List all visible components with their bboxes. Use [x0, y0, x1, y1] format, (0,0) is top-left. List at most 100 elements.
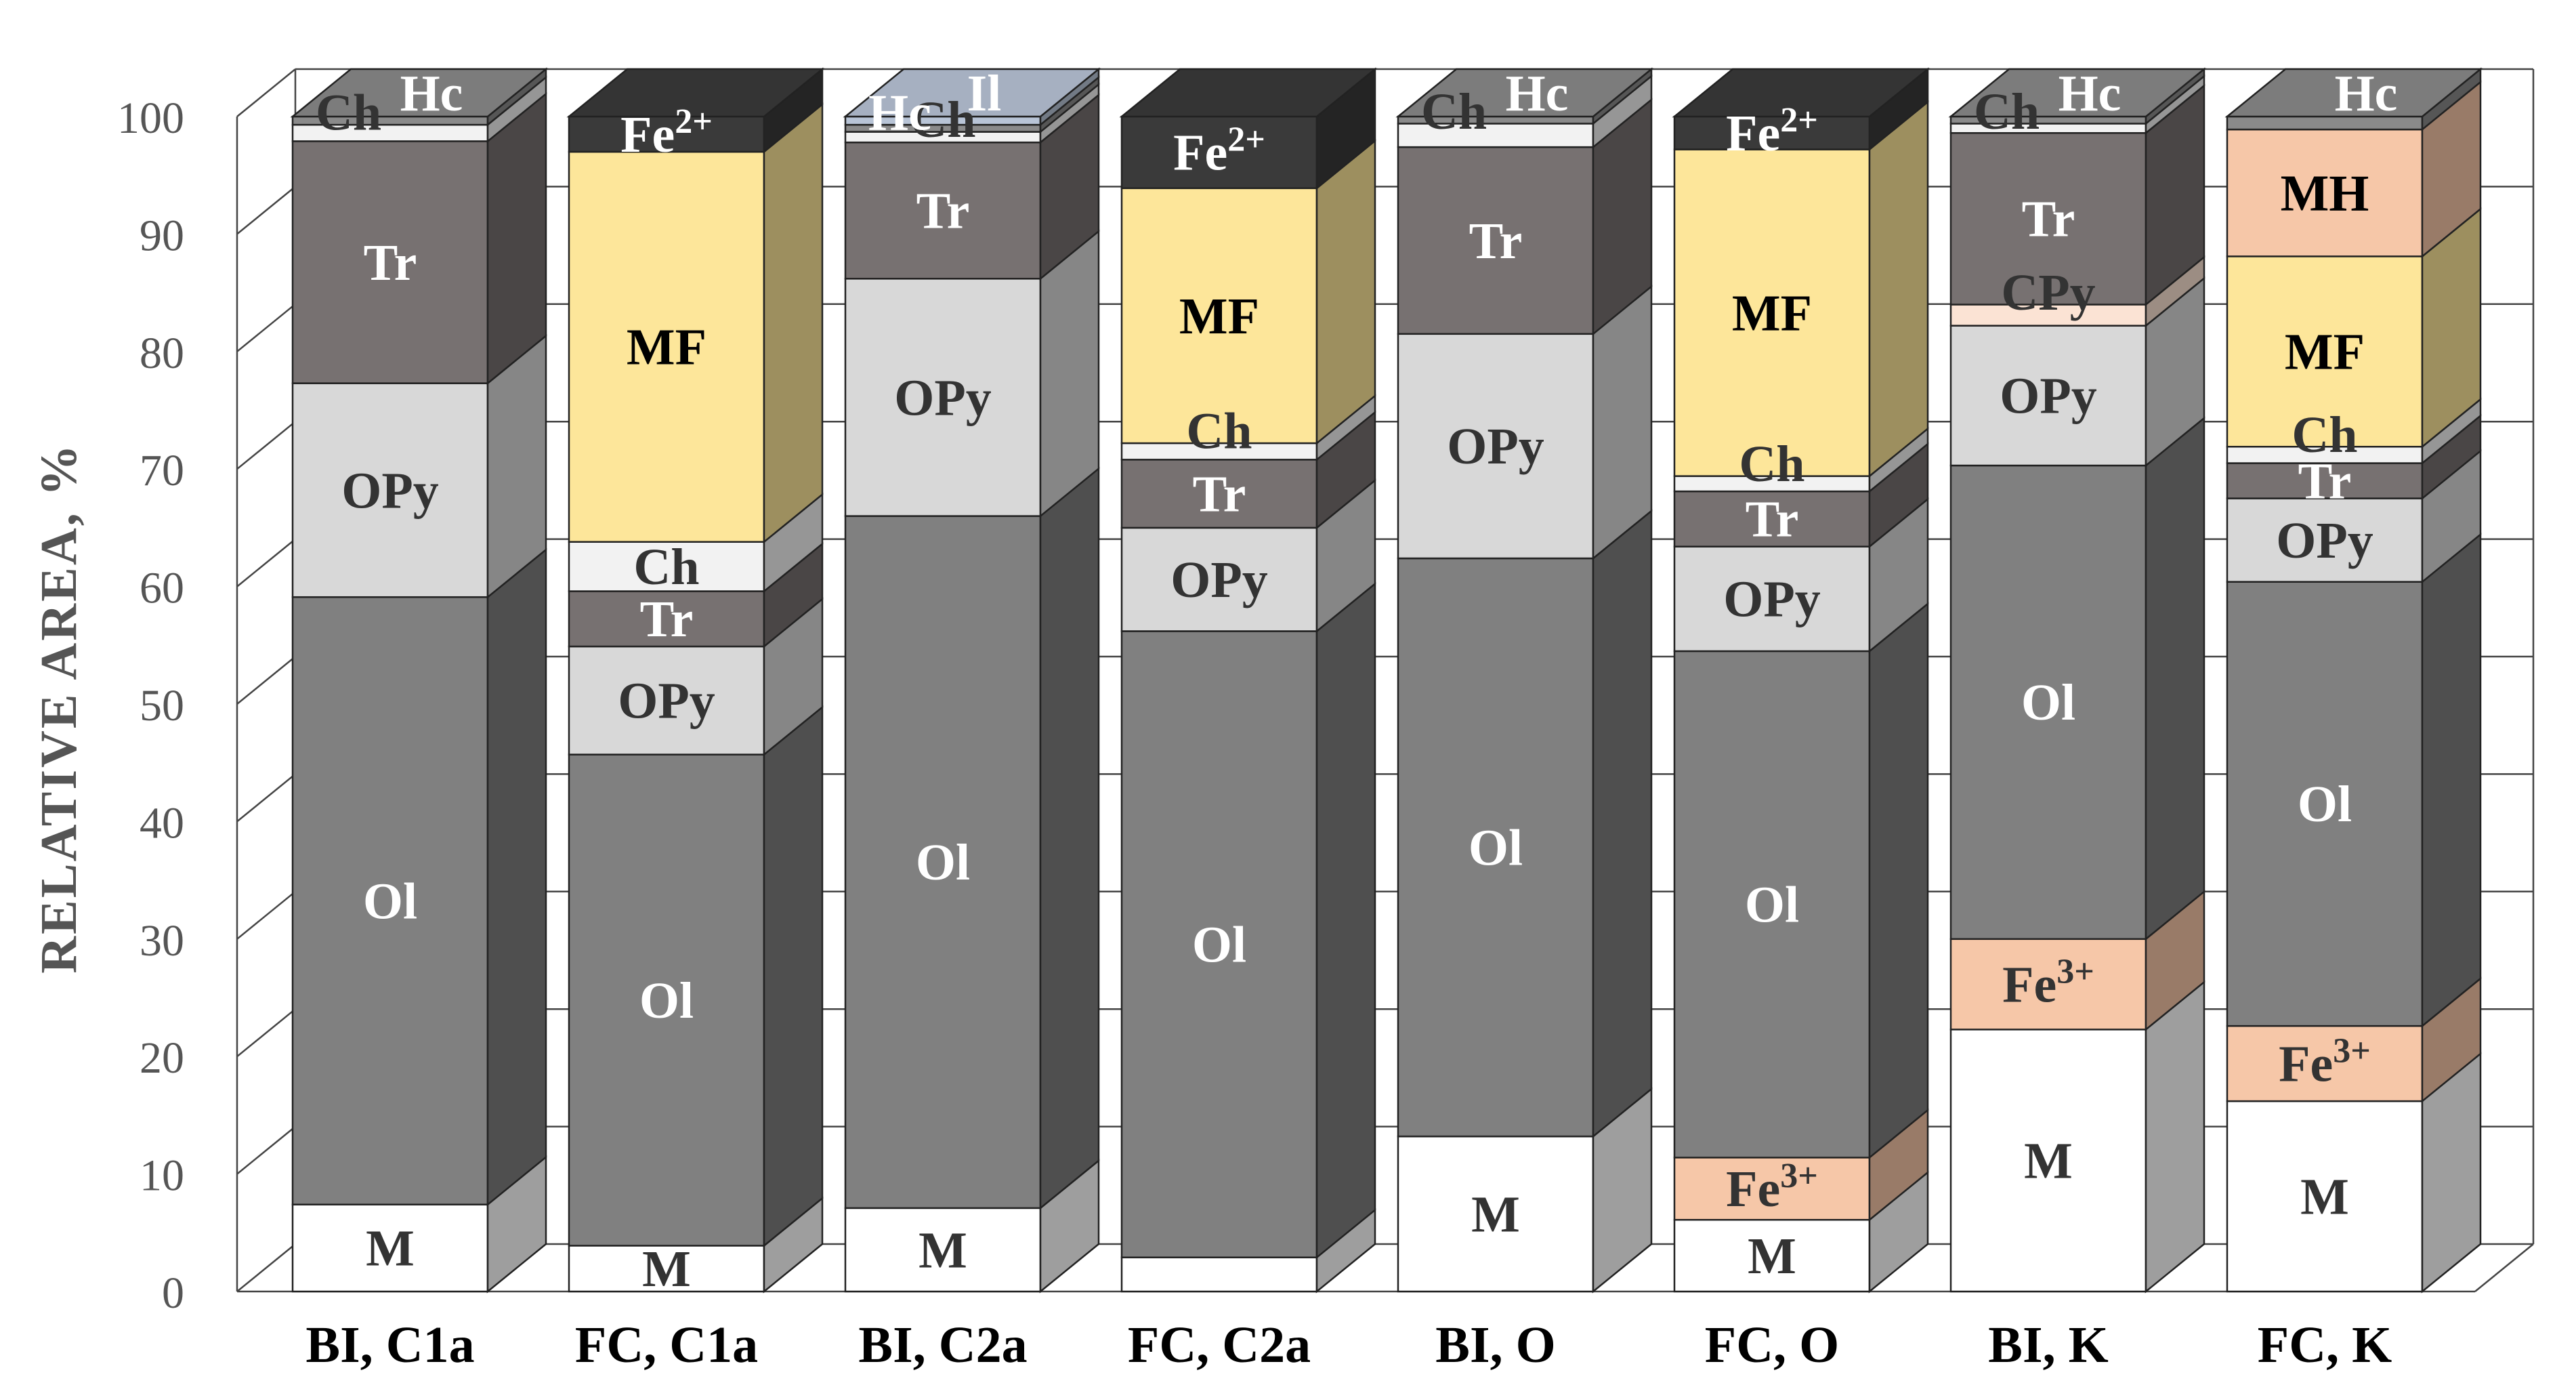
segment-label: Ol [2021, 674, 2075, 731]
bar-top [1672, 68, 1930, 118]
bar-top [1395, 68, 1654, 118]
segment-label: Hc [400, 65, 463, 122]
bar-segment-opy [291, 382, 489, 598]
segment-label: M [642, 1241, 691, 1298]
x-category-label: FC, K [2258, 1317, 2392, 1373]
segment-label: OPy [1447, 418, 1544, 475]
bar-segment-mh [2226, 128, 2424, 257]
segment-label: OPy [1170, 552, 1268, 608]
segment-label: Ch [910, 91, 975, 148]
segment-label: Tr [640, 591, 694, 648]
y-axis-title: RELATIVE AREA, % [30, 442, 87, 974]
bar-segment-fe3 [1673, 1157, 1871, 1221]
segment-label: Ch [1421, 83, 1487, 140]
segment-label: M [2024, 1132, 2073, 1189]
bar-stack [1948, 67, 2207, 1294]
bar-segment-ol [568, 753, 765, 1247]
bar-top [290, 68, 549, 118]
bar-segment-ch [1397, 123, 1595, 148]
gridline-depth [236, 538, 296, 587]
bar-segment-m [1397, 1135, 1595, 1293]
bar-segment-side [2145, 416, 2205, 941]
bar-segment-tr [1949, 132, 2147, 306]
bar-stack [566, 67, 825, 1294]
segment-label: Ol [2298, 776, 2352, 833]
segment-label: Tr [364, 234, 417, 291]
bar-segment-fe3 [1949, 938, 2147, 1031]
segment-label: M [1471, 1186, 1520, 1243]
x-category-label: FC, C1a [575, 1317, 758, 1373]
segment-label: Ch [316, 85, 381, 142]
bar-segment-tr [568, 590, 765, 648]
bar-segment-mf [1120, 187, 1318, 445]
bar-stack [1395, 67, 1654, 1294]
segment-label: CPy [2001, 264, 2095, 321]
bar-segment-tr [1397, 146, 1595, 335]
bar-segment-ol [1673, 650, 1871, 1159]
segment-label: M [919, 1222, 967, 1279]
segment-label: OPy [341, 462, 439, 519]
segment-label: Tr [1469, 213, 1523, 270]
bar-segment-m [844, 1207, 1042, 1293]
segment-label: Ol [1745, 876, 1799, 933]
y-tick-label: 60 [140, 564, 184, 613]
bar-segment-ch [291, 123, 489, 142]
x-category-label: FC, C2a [1128, 1317, 1311, 1373]
y-tick-label: 90 [140, 211, 184, 260]
gridline-depth [236, 890, 296, 940]
bar-segment-tr [2226, 462, 2424, 499]
floor-edge [2474, 1243, 2534, 1292]
bar-segment-ch [1120, 442, 1318, 461]
y-tick-label: 20 [140, 1033, 184, 1083]
x-category-label: BI, C1a [305, 1317, 474, 1373]
segment-label: M [1748, 1228, 1796, 1285]
bar-segment-side [763, 705, 824, 1248]
bar-segment-m [1120, 1256, 1318, 1293]
gridline-depth [236, 421, 296, 470]
segment-label: Tr [1193, 466, 1246, 522]
bar-segment-side [1868, 602, 1929, 1159]
gridline-depth [236, 1008, 296, 1058]
y-tick-label: 0 [162, 1268, 184, 1318]
segment-label: OPy [2000, 368, 2097, 425]
segment-label: Ch [1739, 436, 1804, 493]
bar-stack [1119, 67, 1378, 1294]
segment-label: Ch [1974, 83, 2040, 140]
y-tick-label: 40 [140, 798, 184, 848]
bar-segment-opy [568, 645, 765, 756]
bar-segment-ol [1120, 630, 1318, 1258]
bar-segment-m [1673, 1218, 1871, 1293]
gridline-depth [236, 68, 296, 117]
bar-segment-tr [291, 140, 489, 384]
segment-label: Tr [2022, 191, 2075, 248]
bar-segment-side [1315, 581, 1376, 1260]
segment-label: OPy [1723, 571, 1821, 628]
bar-segment-side [1868, 100, 1929, 478]
bar-top [843, 68, 1101, 118]
segment-label: Ol [1469, 819, 1523, 876]
bar-segment-side [1039, 229, 1100, 518]
bar-segment-ol [1397, 557, 1595, 1138]
segment-label: Tr [916, 183, 970, 240]
bar-segment-side [1039, 466, 1100, 1210]
bar-top [2224, 68, 2483, 118]
bar-stack [290, 67, 549, 1294]
x-category-label: BI, K [1988, 1317, 2108, 1373]
gridline-depth [236, 303, 296, 352]
segment-label: OPy [894, 369, 992, 426]
gridline-depth [236, 773, 296, 823]
bar-stack [2224, 67, 2483, 1294]
segment-label: Ch [2292, 407, 2357, 463]
segment-label: Tr [2298, 453, 2352, 510]
segment-label: Hc [2335, 65, 2398, 122]
bar-stack [843, 67, 1101, 1294]
segment-label: Ch [633, 539, 699, 596]
y-tick-label: 80 [140, 329, 184, 378]
gridline-depth [236, 186, 296, 235]
bar-segment-side [2145, 980, 2205, 1294]
segment-label: Ol [639, 972, 694, 1029]
segment-label: M [366, 1220, 415, 1277]
segment-label: M [2300, 1168, 2349, 1225]
